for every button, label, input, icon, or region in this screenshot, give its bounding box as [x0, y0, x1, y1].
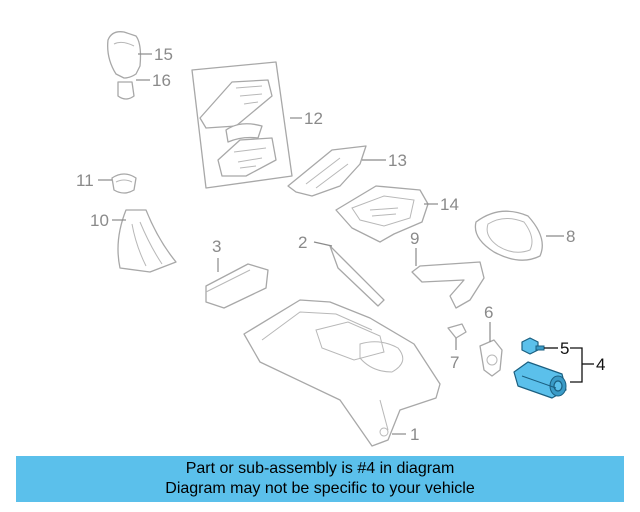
ring-trim-part [474, 210, 543, 261]
callout-13: 13 [388, 151, 407, 170]
leader-4-bracket [570, 347, 583, 383]
callout-15: 15 [154, 45, 173, 64]
callout-5: 5 [560, 339, 569, 358]
shift-boot-part [117, 209, 177, 273]
storage-box-part [205, 263, 269, 309]
banner-line-2: Diagram may not be specific to your vehi… [165, 480, 475, 497]
callout-2: 2 [298, 233, 307, 252]
callout-11: 11 [76, 171, 94, 190]
callout-12: 12 [304, 109, 323, 128]
callout-1: 1 [410, 425, 419, 444]
info-banner: Part or sub-assembly is #4 in diagram Di… [16, 456, 624, 502]
center-console-part [243, 299, 441, 447]
shift-knob-part [107, 31, 142, 100]
callout-16: 16 [152, 71, 171, 90]
callout-8: 8 [566, 227, 575, 246]
callout-14: 14 [440, 195, 459, 214]
small-knob-part [111, 173, 137, 194]
callout-7: 7 [450, 353, 459, 372]
socket-part [479, 339, 503, 377]
small-pin-part [447, 323, 467, 339]
leader-2 [313, 241, 333, 247]
trim-strip-part [329, 245, 385, 307]
highlighted-part-4 [513, 361, 567, 399]
callout-10: 10 [90, 211, 109, 230]
base-plate-part [335, 185, 429, 243]
handle-bracket-part [411, 261, 485, 309]
shifter-assembly-part [191, 61, 293, 189]
banner-line-1: Part or sub-assembly is #4 in diagram [185, 460, 455, 477]
highlighted-part-5 [521, 337, 545, 355]
callout-3: 3 [212, 237, 221, 256]
callout-4: 4 [596, 355, 605, 374]
parts-diagram: 15 16 12 13 14 11 10 [76, 31, 605, 447]
callout-6: 6 [484, 303, 493, 322]
bracket-part [287, 145, 367, 197]
callout-9: 9 [410, 229, 419, 248]
